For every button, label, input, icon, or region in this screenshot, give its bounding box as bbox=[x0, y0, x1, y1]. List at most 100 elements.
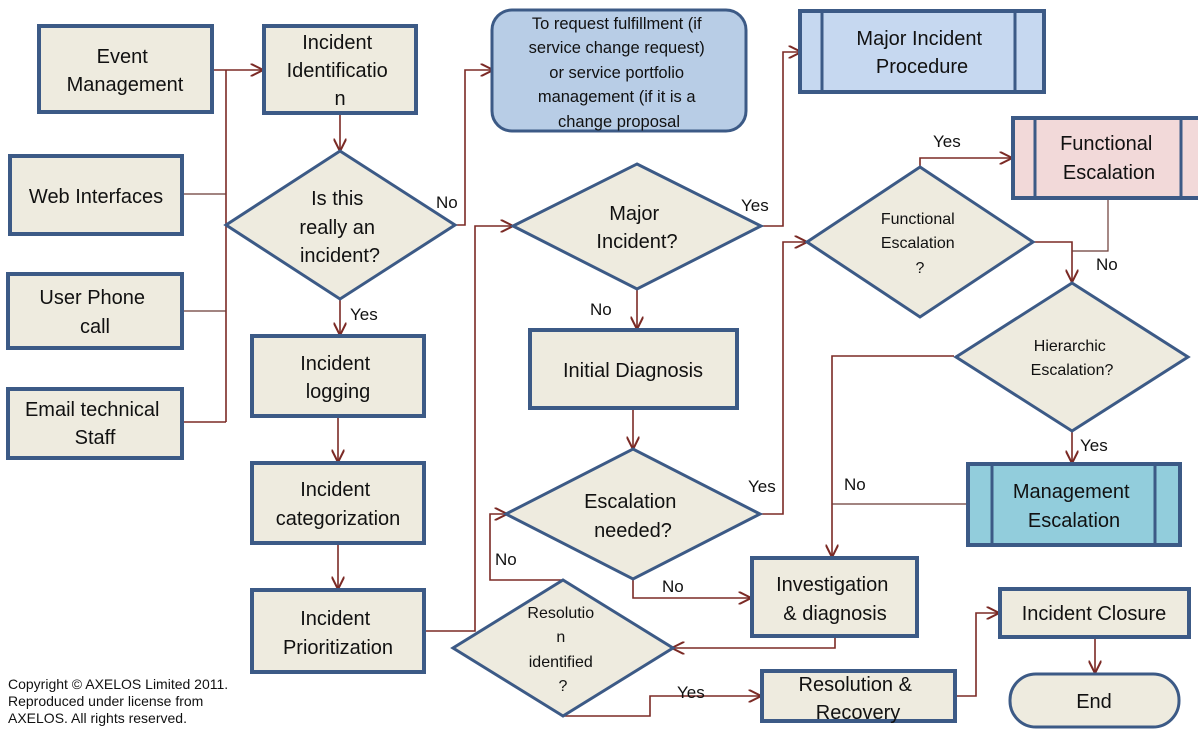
connector-prioritization-to-major bbox=[425, 226, 512, 632]
node-line: Escalation bbox=[881, 235, 955, 252]
node-line: ? bbox=[916, 260, 925, 277]
node-line: Procedure bbox=[876, 56, 968, 78]
label-check-yes: Yes bbox=[350, 305, 378, 324]
edge-labels: No Yes Yes No Yes No Yes No Yes No No Ye… bbox=[350, 132, 1118, 702]
connector-major-yes-to-procedure bbox=[762, 52, 800, 227]
decision-major-incident: Major Incident? bbox=[509, 162, 765, 291]
connector-resolution-no-to-escalation bbox=[489, 514, 563, 581]
svg-text:Email technical Staff: Email technical Staff bbox=[25, 399, 165, 449]
copyright-line: Copyright © AXELOS Limited 2011. bbox=[8, 676, 229, 692]
node-line: Is this bbox=[311, 188, 363, 210]
decision-resolution-identified: Resolutio n identified ? bbox=[450, 578, 676, 718]
svg-text:To request fulfillment (if: To request fulfillment (if service chang… bbox=[529, 15, 710, 131]
node-management-escalation: Management Escalation bbox=[966, 462, 1182, 547]
copyright-line: Reproduced under license from bbox=[8, 693, 204, 709]
connector-functional-no bbox=[1033, 241, 1072, 281]
node-incident-categorization: Incident categorization bbox=[250, 461, 426, 545]
label-functional-yes: Yes bbox=[933, 132, 961, 151]
label-major-no: No bbox=[590, 300, 612, 319]
connector-hierarchic-no bbox=[832, 355, 954, 556]
svg-text:Management Escalation: Management Escalation bbox=[1013, 481, 1135, 532]
node-line: Escalation bbox=[1063, 162, 1155, 184]
node-line: categorization bbox=[276, 508, 401, 530]
node-line: management (if it is a bbox=[538, 88, 697, 106]
svg-text:Initial Diagnosis: Initial Diagnosis bbox=[563, 360, 703, 382]
connector-functional-yes bbox=[919, 158, 1011, 166]
node-incident-closure: Incident Closure bbox=[998, 587, 1191, 639]
node-line: Event bbox=[97, 46, 149, 68]
node-incident-identification: Incident Identificatio n bbox=[262, 24, 418, 115]
label-functional-no: No bbox=[1096, 255, 1118, 274]
node-line: Resolution & bbox=[799, 674, 913, 696]
svg-text:Incident Identificatio: Incident Identificatio n bbox=[287, 32, 394, 110]
connectors bbox=[182, 52, 1109, 717]
connector-recovery-to-closure bbox=[955, 613, 998, 697]
node-resolution-recovery: Resolution & Recovery bbox=[760, 669, 957, 724]
node-line: n bbox=[556, 629, 565, 646]
decision-is-incident: Is this really an incident? bbox=[223, 149, 458, 301]
node-request-fulfillment: To request fulfillment (if service chang… bbox=[490, 8, 748, 133]
label-hierarchic-no: No bbox=[844, 475, 866, 494]
svg-text:Is this really an: Is this really an incident? bbox=[299, 188, 380, 267]
node-line: service change request) bbox=[529, 39, 705, 57]
node-line: Functional bbox=[881, 211, 955, 228]
node-line: Escalation bbox=[584, 491, 676, 513]
svg-text:Functional Escalation: Functional Escalation bbox=[1060, 133, 1158, 184]
svg-text:Functional Escalation: Functional Escalation ? bbox=[881, 211, 959, 277]
node-line: Prioritization bbox=[283, 637, 393, 659]
source-user-phone-call: User Phone call bbox=[6, 272, 184, 350]
decision-escalation-needed: Escalation needed? bbox=[502, 447, 764, 581]
node-incident-logging: Incident logging bbox=[250, 334, 426, 418]
node-line: needed? bbox=[594, 520, 672, 542]
node-end: End bbox=[1008, 672, 1181, 729]
source-event-management: Event Management bbox=[37, 24, 214, 114]
svg-text:Escalation needed?: Escalation needed? bbox=[584, 491, 682, 542]
node-line: ? bbox=[559, 678, 568, 695]
svg-text:Major Incident Procedure: Major Incident Procedure bbox=[856, 28, 987, 78]
connector-check-no-to-request bbox=[455, 70, 492, 226]
label-major-yes: Yes bbox=[741, 196, 769, 215]
label-resolution-yes: Yes bbox=[677, 683, 705, 702]
svg-text:Resolutio n identi: Resolutio n identified ? bbox=[527, 605, 598, 695]
decision-functional-escalation: Functional Escalation ? bbox=[804, 165, 1036, 319]
connector-escalation-yes-to-functional bbox=[760, 242, 806, 515]
node-line: Incident bbox=[300, 353, 370, 375]
node-line: incident? bbox=[300, 245, 380, 267]
node-line: Management bbox=[1013, 481, 1130, 503]
node-line: or service portfolio bbox=[549, 64, 684, 82]
node-line: really an bbox=[299, 217, 375, 239]
node-line: Identificatio bbox=[287, 60, 388, 82]
node-line: Hierarchic bbox=[1034, 338, 1106, 355]
node-functional-escalation: Functional Escalation bbox=[1011, 116, 1198, 200]
node-line: Incident bbox=[300, 479, 370, 501]
node-line: Investigation bbox=[776, 574, 888, 596]
svg-text:Investigation & diagnosi: Investigation & diagnosis bbox=[776, 574, 894, 625]
svg-text:Incident logging: Incident logging bbox=[300, 353, 376, 403]
node-line: Escalation bbox=[1028, 510, 1120, 532]
svg-text:Incident Closure: Incident Closure bbox=[1022, 603, 1167, 625]
svg-text:Hierarchic Escalation?: Hierarchic Escalation? bbox=[1031, 338, 1114, 379]
node-line: To request fulfillment (if bbox=[532, 15, 702, 33]
node-line: Management bbox=[67, 74, 184, 96]
node-line: identified bbox=[529, 654, 593, 671]
source-web-interfaces: Web Interfaces bbox=[8, 154, 184, 236]
svg-text:Web Interfaces: Web Interfaces bbox=[29, 186, 163, 208]
copyright-notice: Copyright © AXELOS Limited 2011. Reprodu… bbox=[8, 676, 228, 727]
node-line: n bbox=[334, 88, 345, 110]
connector-escalation-no-to-investigation bbox=[632, 580, 750, 598]
node-line: logging bbox=[306, 381, 371, 403]
svg-text:End: End bbox=[1076, 691, 1112, 713]
svg-text:Event Management: Event Management bbox=[67, 46, 184, 96]
svg-text:Major Incident?: Major Incident? bbox=[596, 203, 677, 253]
node-line: User Phone bbox=[39, 287, 145, 309]
copyright-line: AXELOS. All rights reserved. bbox=[8, 710, 187, 726]
node-line: Staff bbox=[75, 427, 116, 449]
node-line: Recovery bbox=[816, 702, 900, 724]
node-major-incident-procedure: Major Incident Procedure bbox=[798, 9, 1046, 94]
node-line: Major bbox=[609, 203, 659, 225]
node-incident-prioritization: Incident Prioritization bbox=[250, 588, 426, 674]
svg-text:Incident categorization: Incident categorization bbox=[276, 479, 401, 530]
node-line: Escalation? bbox=[1031, 362, 1114, 379]
label-check-no: No bbox=[436, 193, 458, 212]
